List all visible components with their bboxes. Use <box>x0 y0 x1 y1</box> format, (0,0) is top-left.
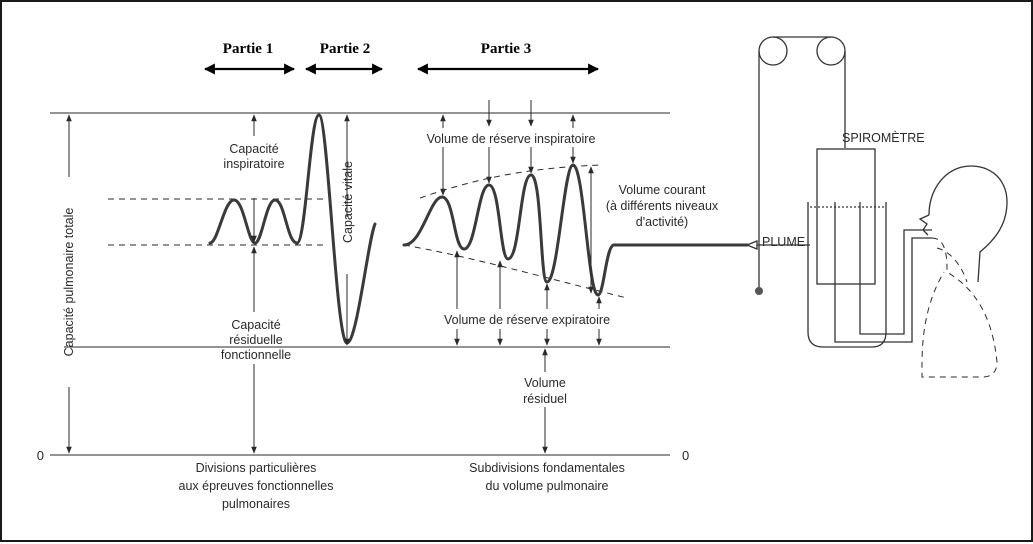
zero-left-label: 0 <box>37 448 44 463</box>
pen-tip <box>745 240 758 250</box>
face-profile <box>918 214 930 236</box>
hose-inner <box>859 229 932 335</box>
erv-label: Volume de réserve expiratoire <box>444 313 610 327</box>
caption-left-line1: Divisions particulières <box>196 461 317 475</box>
envelope-top-dashed <box>419 164 603 199</box>
caption-left-line3: pulmonaires <box>222 497 290 511</box>
irv-label: Volume de réserve inspiratoire <box>427 132 596 146</box>
pen-label: PLUME <box>762 235 805 249</box>
spirometer-bell <box>816 148 876 285</box>
vital-capacity-label: Capacité vitale <box>341 161 355 243</box>
spirometer-apparatus <box>745 36 1008 378</box>
frc-label-line3: fonctionnelle <box>221 348 291 362</box>
spirometer-label: SPIROMÈTRE <box>842 130 925 145</box>
tidal-label-line1: Volume courant <box>619 183 706 197</box>
pulley-right <box>816 36 846 66</box>
ic-label-line2: inspiratoire <box>223 157 284 171</box>
tidal-waves-part1 <box>208 198 299 245</box>
tidal-waves-part3 <box>402 163 749 297</box>
rv-label-line2: résiduel <box>523 392 567 406</box>
envelope-bottom-dashed <box>403 244 628 299</box>
ic-label-line1: Capacité <box>229 142 278 156</box>
caption-right-line2: du volume pulmonaire <box>486 479 609 493</box>
frc-label-line1: Capacité <box>231 318 280 332</box>
part-3-label: Partie 3 <box>481 41 531 57</box>
lungs-outline <box>921 237 998 378</box>
counterweight <box>755 287 763 295</box>
head-profile <box>928 165 1008 283</box>
caption-left-line2: aux épreuves fonctionnelles <box>179 479 334 493</box>
tidal-label-line2: (à différents niveaux <box>606 199 719 213</box>
zero-right-label: 0 <box>682 448 689 463</box>
frc-label-line2: résiduelle <box>229 333 283 347</box>
water-tank <box>807 202 887 348</box>
part-1-label: Partie 1 <box>223 41 273 57</box>
total-lung-capacity-label: Capacité pulmonaire totale <box>62 208 76 357</box>
vital-capacity-trace <box>295 113 377 345</box>
part-2-label: Partie 2 <box>320 41 370 57</box>
tidal-label-line3: d'activité) <box>636 215 688 229</box>
pulley-left <box>758 36 788 66</box>
caption-right-line1: Subdivisions fondamentales <box>469 461 625 475</box>
rv-label-line1: Volume <box>524 376 566 390</box>
trachea-outline <box>936 247 968 283</box>
hose-outer <box>834 237 932 343</box>
